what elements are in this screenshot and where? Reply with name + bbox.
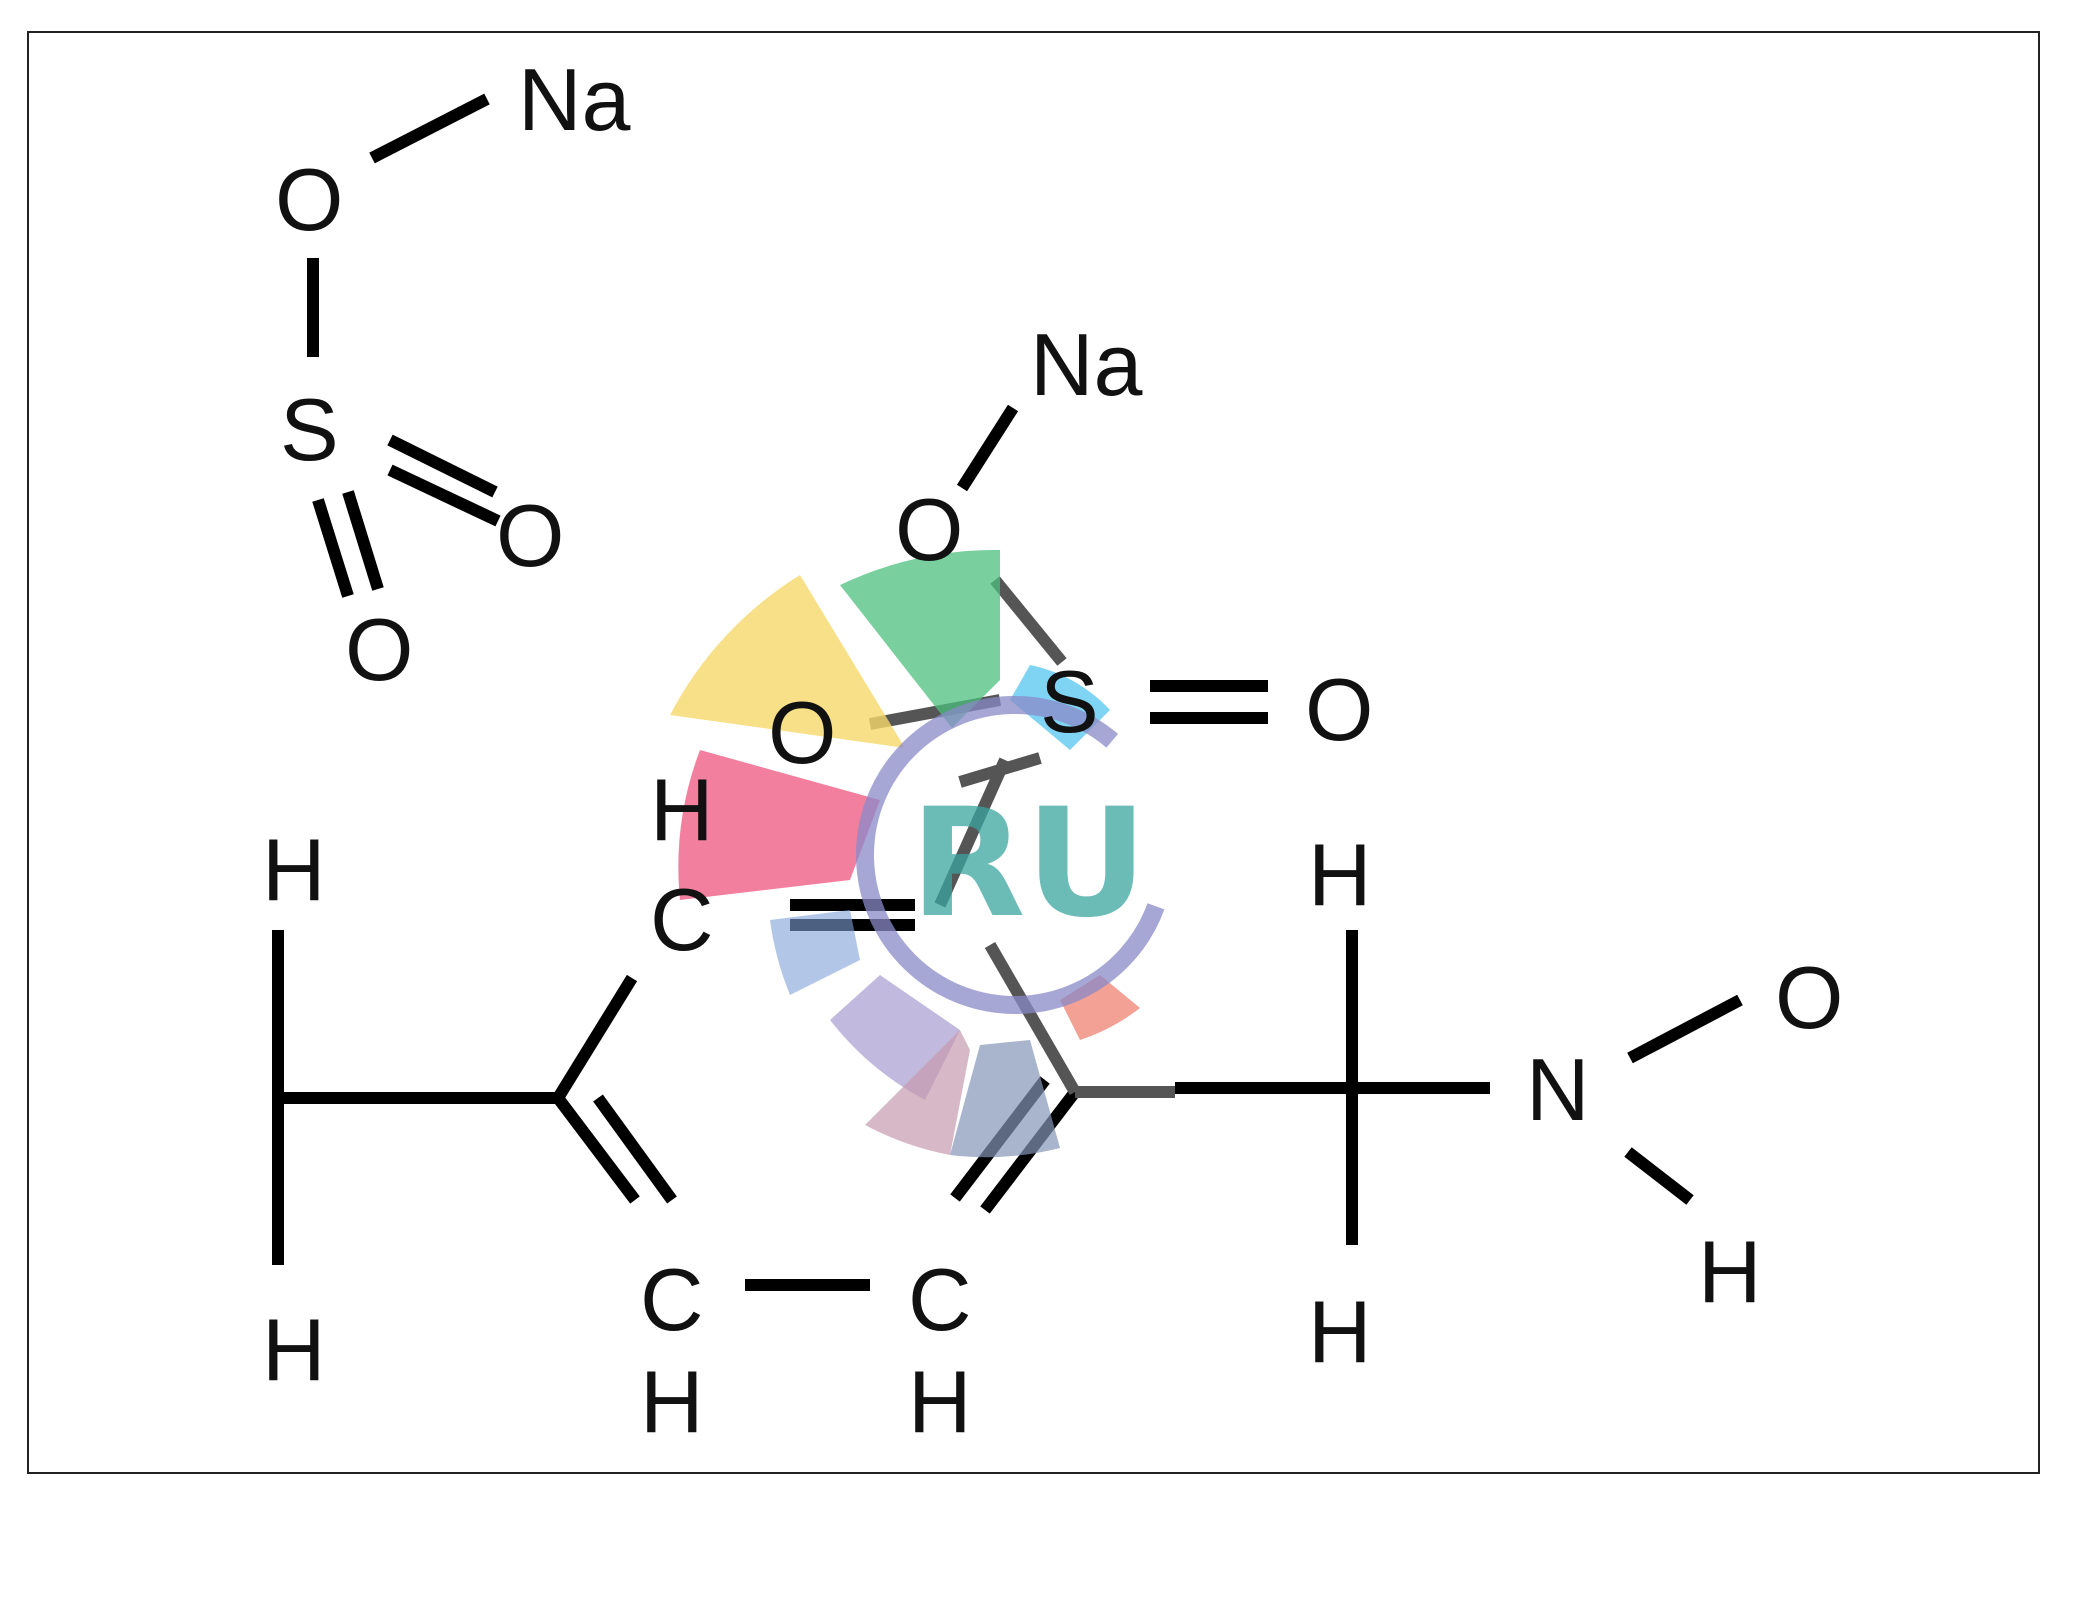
watermark-text: RU (910, 777, 1147, 951)
watermark-segment-green (840, 549, 1000, 728)
watermark-segment-yellow (670, 575, 905, 748)
watermark-segment-slate (950, 1040, 1060, 1158)
watermark-segment-blue (770, 910, 860, 995)
atom-h-top-left: H (262, 820, 326, 919)
atom-s-2: S (1040, 652, 1099, 751)
atom-labels: Na O S O O Na O S O O H H H C C C H H H … (262, 50, 1843, 1451)
atom-o-4: O (895, 480, 963, 579)
chain-bonds (1075, 930, 1743, 1245)
atom-h-n: H (1698, 1222, 1762, 1321)
atom-h-ch2-top: H (1308, 825, 1372, 924)
sulfonate-group-1-bonds (307, 93, 501, 598)
atom-h-ring-bottom-2: H (908, 1352, 972, 1451)
atom-c-ring-top: C (650, 870, 714, 969)
atom-n: N (1526, 1040, 1590, 1139)
atom-o-1: O (275, 150, 343, 249)
atom-na-2: Na (1030, 315, 1143, 414)
atom-na-1: Na (518, 50, 631, 149)
atom-h-ch2-bottom: H (1308, 1282, 1372, 1381)
watermark-segment-pink (678, 750, 880, 900)
atom-o-5: O (1305, 660, 1373, 759)
atom-o-6: O (768, 683, 836, 782)
atom-s-1: S (280, 380, 339, 479)
atom-o-7: O (1775, 948, 1843, 1047)
atom-c-ring-bottom-1: C (640, 1250, 704, 1349)
atom-c-ring-bottom-2: C (908, 1250, 972, 1349)
atom-h-ring-bottom-1: H (640, 1352, 704, 1451)
watermark-ring (856, 696, 1174, 1014)
atom-o-3: O (345, 600, 413, 699)
watermark-segment-mauve (865, 1030, 970, 1155)
atom-o-2: O (496, 486, 564, 585)
atom-h-ring-top: H (650, 760, 714, 859)
sulfonate-group-2-bonds (868, 404, 1268, 908)
diagram-frame (27, 31, 2040, 1474)
atom-h-bottom-left: H (262, 1300, 326, 1399)
ru-logo-watermark: RU (670, 549, 1174, 1158)
